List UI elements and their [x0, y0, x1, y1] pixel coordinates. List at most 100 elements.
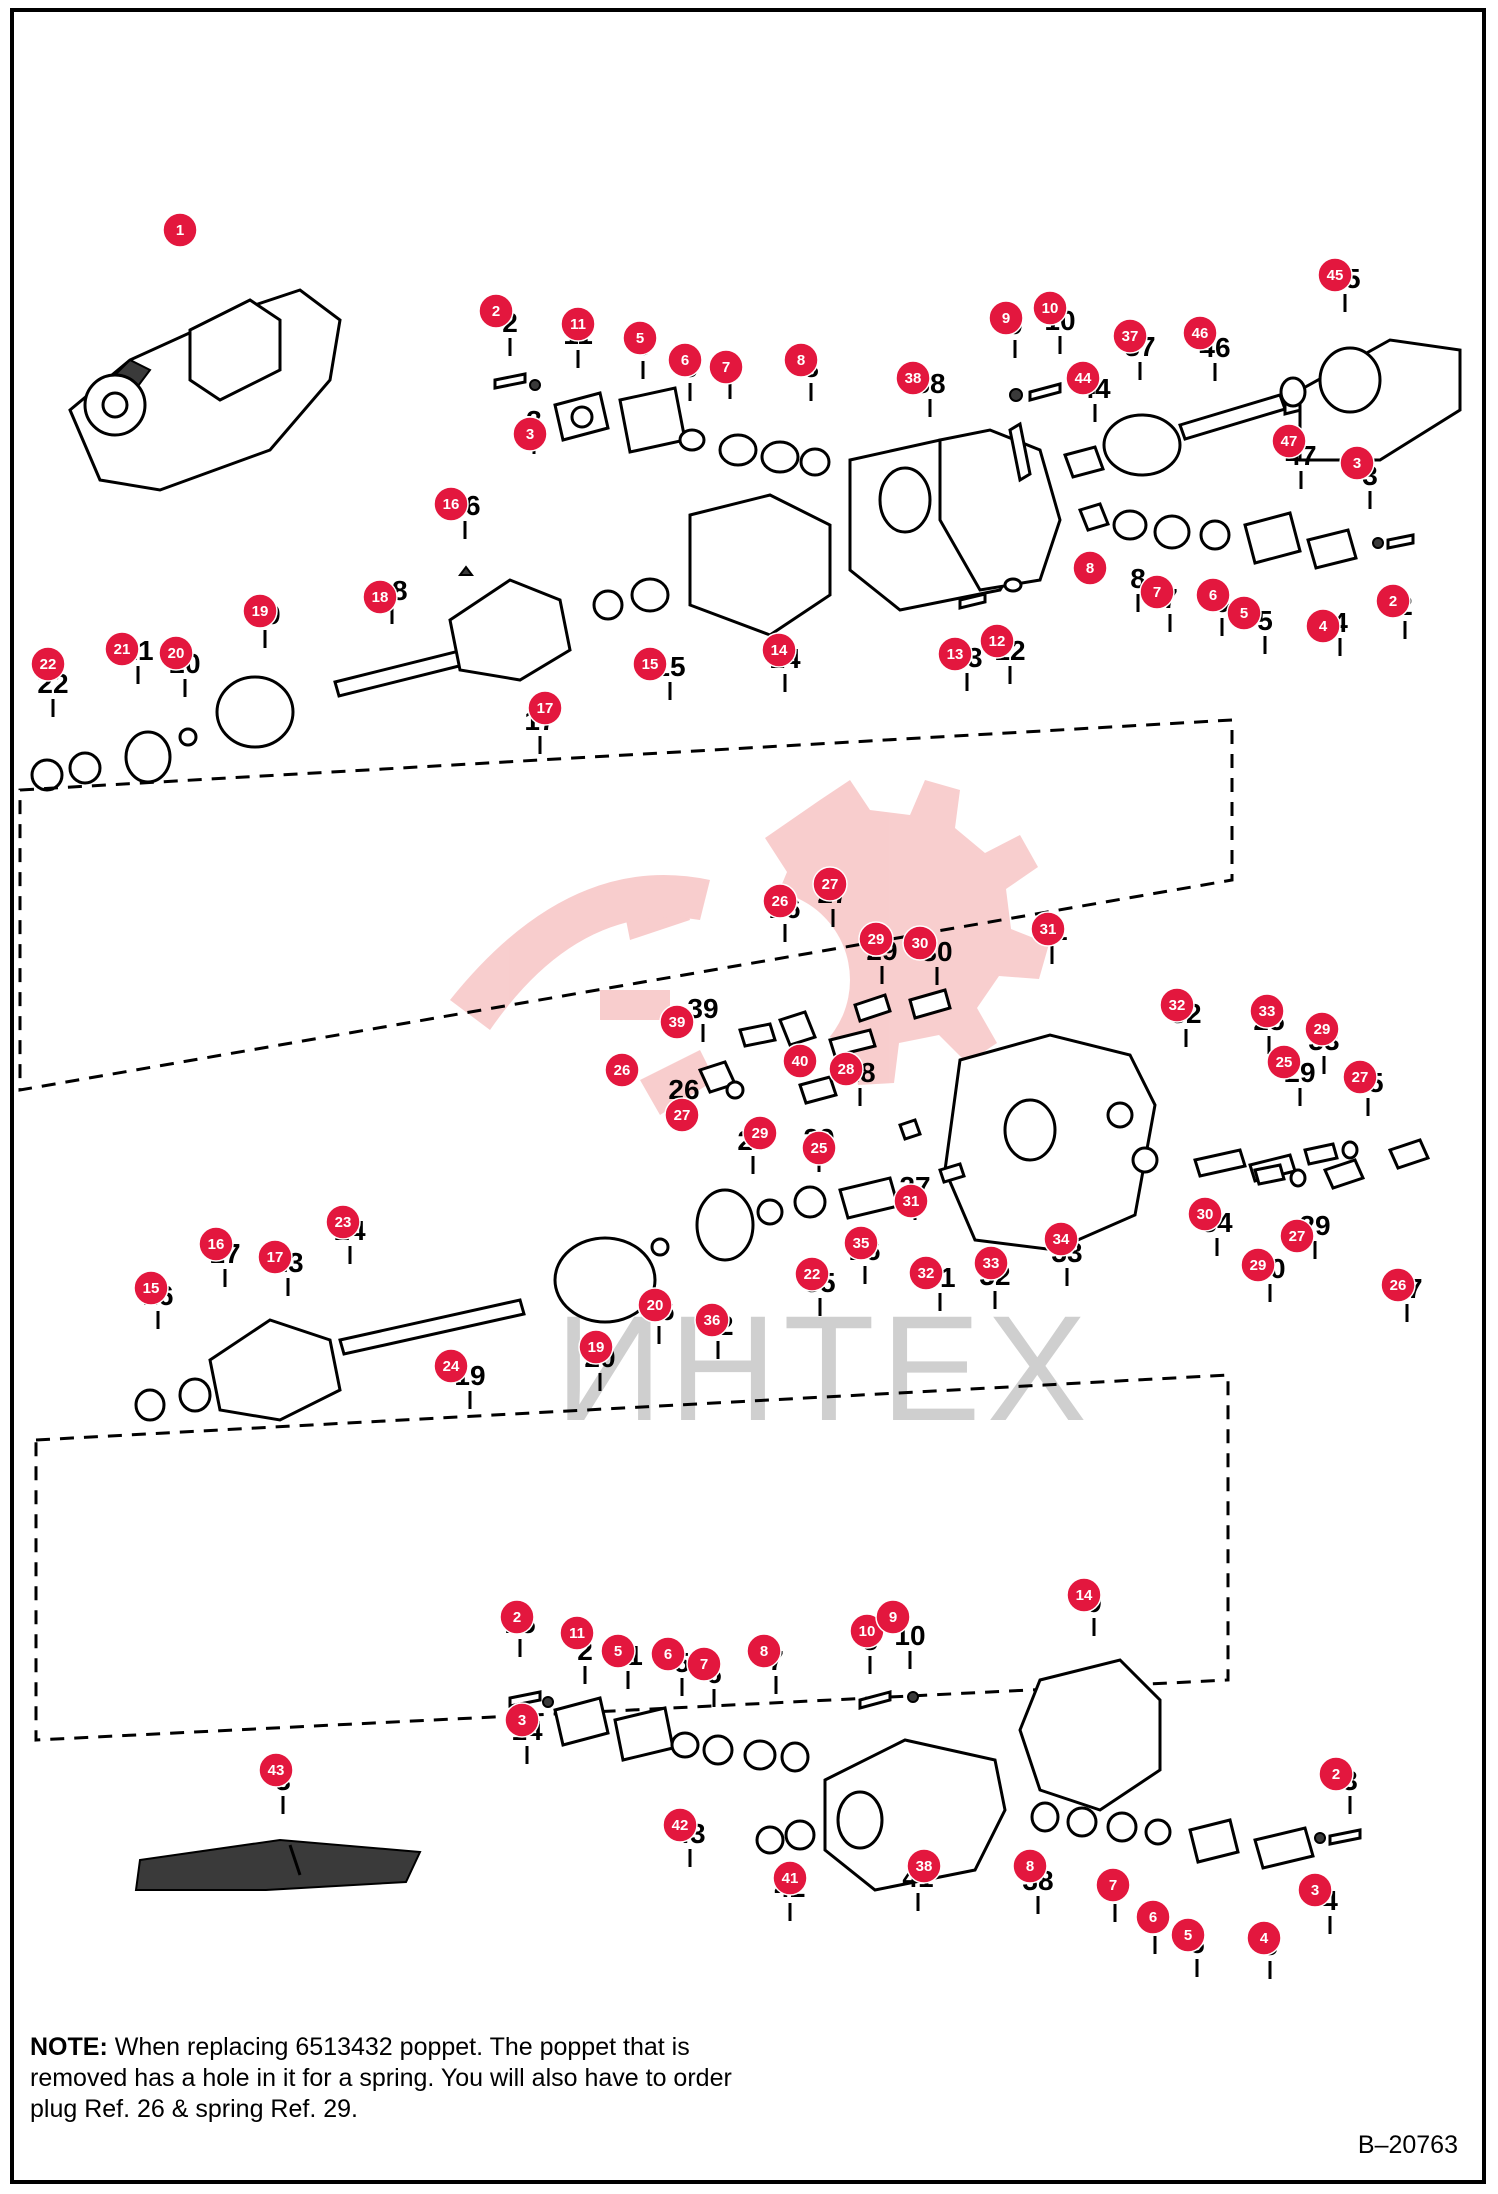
gasket-14-top [688, 493, 832, 637]
callout-11: 11 [560, 306, 596, 342]
callout-14: 14 [761, 632, 797, 668]
row2-right-parts [958, 502, 1415, 610]
callout-label: 2 [513, 1609, 521, 1626]
callout-26: 26 [604, 1052, 640, 1088]
callout-7: 7 [1139, 574, 1175, 610]
callout-label: 10 [859, 1623, 876, 1640]
callout-label: 35 [853, 1235, 870, 1252]
callout-29: 29 [1304, 1011, 1340, 1047]
note-label: NOTE: [30, 2033, 108, 2061]
callout-label: 14 [1076, 1587, 1093, 1604]
callout-label: 37 [1122, 328, 1139, 345]
callout-41: 41 [772, 1860, 808, 1896]
callout-label: 40 [792, 1053, 809, 1070]
callout-label: 3 [1353, 455, 1361, 472]
callout-7: 7 [686, 1646, 722, 1682]
callout-label: 30 [1197, 1206, 1214, 1223]
callout-17: 17 [257, 1239, 293, 1275]
callout-10: 10 [849, 1613, 885, 1649]
callout-36: 36 [694, 1302, 730, 1338]
callout-label: 34 [1053, 1231, 1070, 1248]
callout-label: 33 [983, 1255, 1000, 1272]
callout-3: 3 [504, 1702, 540, 1738]
callout-label: 27 [1289, 1228, 1306, 1245]
callout-3: 3 [1297, 1872, 1333, 1908]
callout-label: 5 [1240, 605, 1248, 622]
callout-label: 6 [681, 352, 689, 369]
callout-label: 27 [1352, 1069, 1369, 1086]
callout-label: 6 [1209, 587, 1217, 604]
callout-19: 19 [578, 1329, 614, 1365]
callout-label: 11 [570, 316, 586, 333]
callout-label: 9 [1002, 310, 1010, 327]
callout-4: 4 [1246, 1920, 1282, 1956]
callout-label: 6 [1149, 1909, 1157, 1926]
callout-2: 2 [478, 293, 514, 329]
valve-block-assembly [697, 988, 1431, 1252]
callout-22: 22 [794, 1256, 830, 1292]
drawing-border [10, 8, 1486, 2184]
callout-label: 38 [916, 1858, 933, 1875]
callout-31: 31 [893, 1183, 929, 1219]
callout-label: 46 [1192, 325, 1209, 342]
callout-label: 19 [588, 1339, 605, 1356]
callout-label: 22 [804, 1266, 821, 1283]
callout-label: 20 [647, 1297, 664, 1314]
callout-label: 2 [1389, 593, 1397, 610]
callout-6: 6 [667, 342, 703, 378]
callout-29: 29 [742, 1115, 778, 1151]
callout-label: 39 [669, 1014, 686, 1031]
guide-line-lower [34, 1373, 1230, 1742]
callout-label: 29 [1314, 1021, 1331, 1038]
callout-44: 44 [1065, 360, 1101, 396]
callout-label: 8 [1026, 1858, 1034, 1875]
callout-label: 10 [1042, 300, 1059, 317]
callout-19: 19 [242, 593, 278, 629]
callout-label: 26 [1390, 1277, 1407, 1294]
callout-label: 3 [526, 426, 534, 443]
callout-5: 5 [1226, 595, 1262, 631]
callout-label: 6 [664, 1646, 672, 1663]
callout-8: 8 [1072, 550, 1108, 586]
callout-label: 43 [268, 1762, 285, 1779]
callout-45: 45 [1317, 257, 1353, 293]
callout-label: 23 [335, 1214, 352, 1231]
callout-label: 13 [947, 646, 964, 663]
callout-label: 1 [176, 222, 184, 239]
callout-label: 29 [752, 1125, 769, 1142]
middle-row-shaft-parts [134, 1176, 900, 1422]
callout-label: 8 [1086, 560, 1094, 577]
callout-label: 9 [889, 1609, 897, 1626]
callout-label: 15 [143, 1280, 160, 1297]
callout-43: 43 [258, 1752, 294, 1788]
callout-3: 3 [512, 416, 548, 452]
callout-23: 23 [325, 1204, 361, 1240]
callout-29: 29 [858, 921, 894, 957]
callout-27: 27 [1279, 1218, 1315, 1254]
callout-26: 26 [762, 883, 798, 919]
callout-6: 6 [1195, 577, 1231, 613]
callout-29: 29 [1240, 1247, 1276, 1283]
callout-6: 6 [650, 1636, 686, 1672]
upper-parts-row [493, 338, 1462, 612]
callout-25: 25 [801, 1130, 837, 1166]
callout-label: 28 [838, 1061, 855, 1078]
callout-8: 8 [1012, 1848, 1048, 1884]
callout-37: 37 [1112, 318, 1148, 354]
callout-7: 7 [1095, 1867, 1131, 1903]
callout-33: 33 [973, 1245, 1009, 1281]
callout-27: 27 [1342, 1059, 1378, 1095]
callout-9: 9 [988, 300, 1024, 336]
callout-13: 13 [937, 636, 973, 672]
callout-label: 7 [1153, 584, 1161, 601]
callout-label: 33 [1259, 1003, 1276, 1020]
callout-35: 35 [843, 1225, 879, 1261]
callout-18: 18 [362, 579, 398, 615]
callout-label: 20 [168, 645, 185, 662]
callout-5: 5 [600, 1633, 636, 1669]
callout-label: 25 [811, 1140, 828, 1157]
callout-27: 27 [812, 866, 848, 902]
callout-1: 1 [162, 212, 198, 248]
callout-8: 8 [746, 1633, 782, 1669]
callout-26: 26 [1380, 1267, 1416, 1303]
